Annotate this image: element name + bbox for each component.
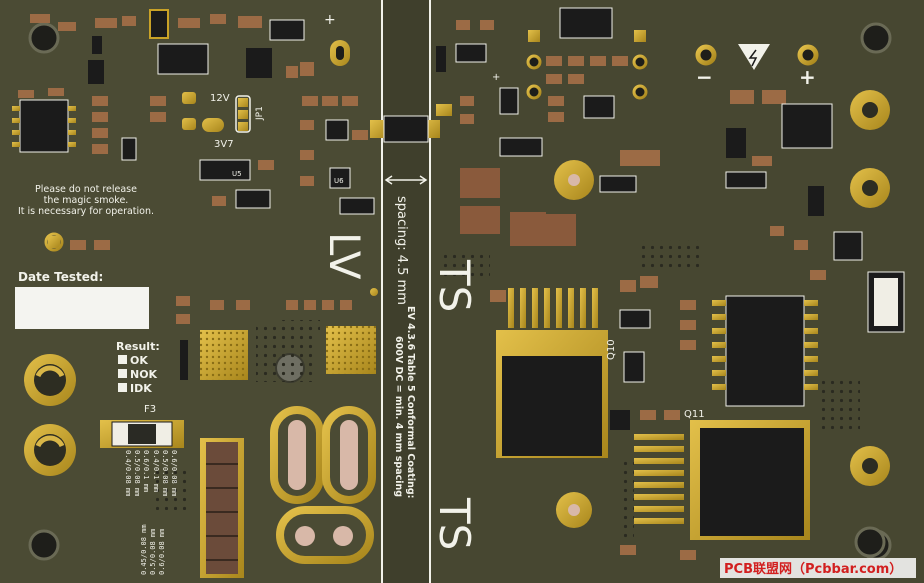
trace-width-b-3: 0.6/0.08 mm <box>170 450 178 496</box>
lv-components <box>12 9 376 578</box>
minus-connector-label: − <box>696 65 713 89</box>
trace-width-a-2: 0.5/0.08 mm <box>133 450 141 496</box>
trace-width-a-1: 0.4/0.08 mm <box>124 450 132 496</box>
jp-12v-label: 12V <box>210 93 230 104</box>
watermark: PCB联盟网（Pcbbar.com） <box>724 561 902 577</box>
plus-connector-label: + <box>799 65 816 89</box>
u6-label: U6 <box>334 177 344 185</box>
result-checkboxes <box>118 355 127 392</box>
jp-3v7-label: 3V7 <box>214 139 234 150</box>
q11-label: Q11 <box>684 409 705 420</box>
lv-zone-label: LV <box>320 232 369 280</box>
isolation-gap <box>382 0 430 583</box>
f3-label: F3 <box>144 404 156 415</box>
plus-left-label: + <box>324 12 336 28</box>
jp1-label: JP1 <box>255 106 265 121</box>
coating-note-line1: EV 4.3.6 Table 5 Conformal Coating: <box>405 306 416 498</box>
result-idk: IDK <box>130 382 152 395</box>
isolator-chip <box>370 115 440 143</box>
magic-smoke-line1: Please do not release <box>35 184 137 195</box>
result-ok: OK <box>130 354 148 367</box>
result-nok: NOK <box>130 368 158 381</box>
trace-width-c-3: 0.6/0.08 mm <box>158 529 166 575</box>
date-tested-label: Date Tested: <box>18 270 103 284</box>
ts-terminal-pads <box>850 90 890 558</box>
trace-widths-c: 0.45/0.08 mm 0.5/0.08 mm 0.6/0.08 mm <box>140 524 166 575</box>
u5-label: U5 <box>232 170 242 178</box>
plus-small-label: + <box>492 72 500 83</box>
result-label: Result: <box>116 340 160 353</box>
coating-note-line2: 600V DC = min. 4 mm spacing <box>393 336 404 497</box>
spacing-dimension-arrow <box>384 175 428 185</box>
trace-width-b-1: 0.4/0.1 mm <box>152 450 160 492</box>
magic-smoke-line2: the magic smoke. <box>44 195 129 206</box>
ts-zone-label-bottom: TS <box>430 497 479 550</box>
ts-components <box>436 7 905 560</box>
trace-width-c-1: 0.45/0.08 mm <box>140 524 148 575</box>
ts-zone-label-top: TS <box>430 259 479 312</box>
trace-width-a-3: 0.6/0.1 mm <box>142 450 150 492</box>
trace-width-b-2: 0.5/0.08 mm <box>161 450 169 496</box>
watermark-backdrop <box>720 558 916 578</box>
spacing-label: spacing: 4.5 mm <box>394 196 409 305</box>
trace-widths-b: 0.4/0.1 mm 0.5/0.08 mm 0.6/0.08 mm <box>152 450 178 496</box>
date-tested-field[interactable] <box>15 287 149 329</box>
trace-width-c-2: 0.5/0.08 mm <box>149 529 157 575</box>
trace-widths-a: 0.4/0.08 mm 0.5/0.08 mm 0.6/0.1 mm <box>124 450 150 496</box>
q10-label: Q10 <box>606 339 617 360</box>
magic-smoke-line3: It is necessary for operation. <box>18 206 154 217</box>
